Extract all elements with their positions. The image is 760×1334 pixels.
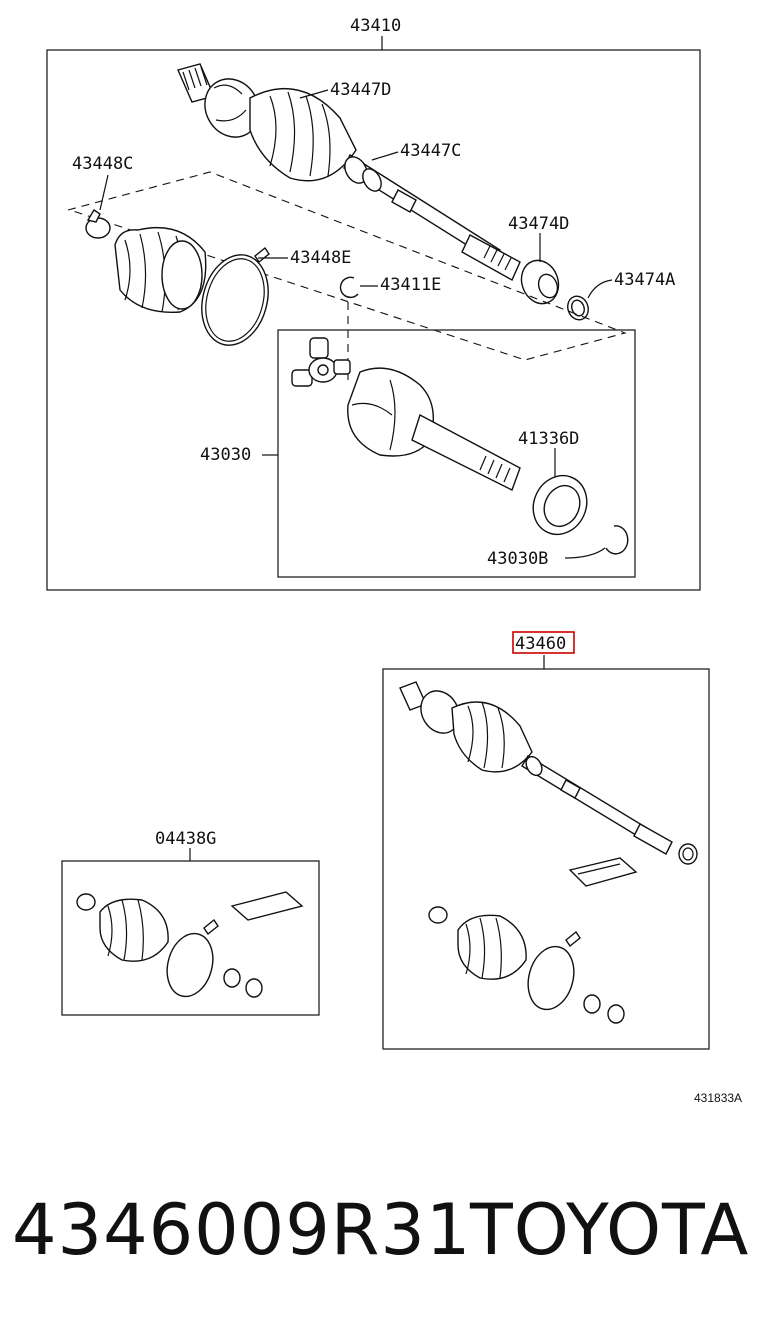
assembly-box-43410	[46, 49, 701, 591]
seal-41336d	[532, 474, 588, 536]
label-41336d[interactable]: 41336D	[518, 429, 579, 449]
clamp-43448c	[85, 209, 111, 239]
label-04438g[interactable]: 04438G	[155, 829, 216, 849]
caption-part-number: 4346009R31	[12, 1189, 471, 1271]
label-43474d[interactable]: 43474D	[508, 214, 569, 234]
assembly-box-43030	[277, 329, 636, 578]
kit-box-04438g	[61, 860, 320, 1016]
label-43411e[interactable]: 43411E	[380, 275, 441, 295]
label-43447d[interactable]: 43447D	[330, 80, 391, 100]
exploded-dash-outline	[67, 171, 627, 361]
drive-shaft-lower	[399, 681, 698, 865]
label-43460[interactable]: 43460	[515, 634, 566, 654]
label-43448c[interactable]: 43448C	[72, 154, 133, 174]
assembly-box-43460	[382, 668, 710, 1050]
label-43447c[interactable]: 43447C	[400, 141, 461, 161]
tripod-spider	[291, 337, 351, 387]
boot-kit-lower	[428, 906, 625, 1024]
kit-parts-04438g	[76, 891, 304, 998]
snap-ring-43030b	[605, 525, 629, 555]
drive-shaft-upper	[177, 63, 521, 281]
ring-43411e	[339, 276, 359, 299]
label-43030[interactable]: 43030	[200, 445, 251, 465]
label-43474a[interactable]: 43474A	[614, 270, 675, 290]
label-43448e[interactable]: 43448E	[290, 248, 351, 268]
caption-brand: TOYOTA	[469, 1189, 749, 1271]
inner-boot	[114, 226, 207, 314]
label-43410[interactable]: 43410	[350, 16, 401, 36]
bearing-43474d	[520, 259, 560, 305]
label-43460-highlight	[512, 631, 575, 654]
label-43030b[interactable]: 43030B	[487, 549, 548, 569]
inner-joint-housing	[347, 367, 521, 491]
figure-id: 431833A	[694, 1091, 742, 1105]
grease-pack-lower	[568, 857, 638, 887]
ring-43474a	[567, 295, 589, 321]
